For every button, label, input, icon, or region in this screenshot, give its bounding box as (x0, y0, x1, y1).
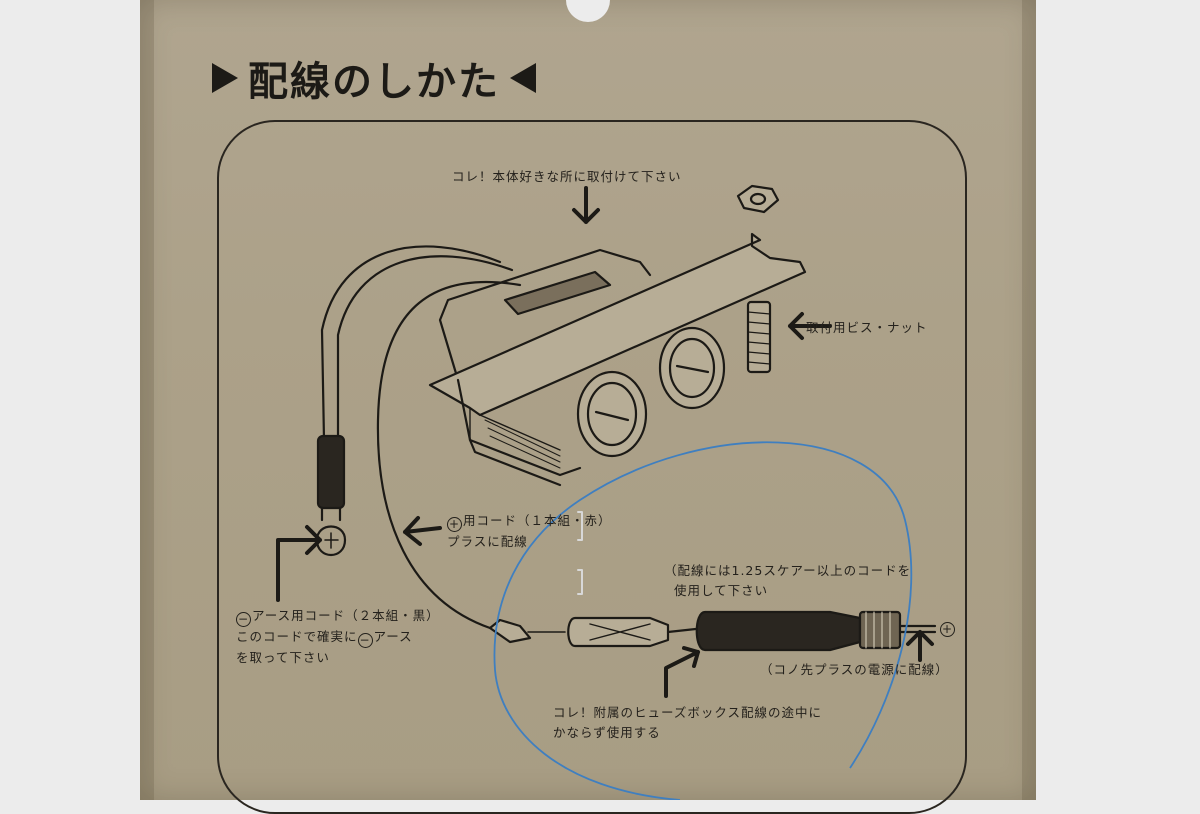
pen-marking (493, 441, 913, 800)
arrow-up-icon (906, 630, 934, 662)
minus-circle-icon: − (236, 612, 251, 627)
label-earth-cord: −アース用コード（２本組・黒） このコードで確実に−アース を取って下さい (236, 608, 440, 665)
arrow-left-icon (788, 312, 832, 340)
plus-circle-icon: + (940, 622, 955, 637)
card-edge-right (1022, 0, 1036, 800)
label-wire-spec: （配線には1.25スケアー以上のコードを 使用して下さい (664, 563, 912, 598)
earth-cord-lines (320, 245, 514, 442)
arrow-icons (276, 186, 934, 698)
page-title: 配線のしかた (212, 52, 536, 105)
screw-and-nut (736, 184, 780, 374)
socket-body (428, 232, 807, 487)
label-plus-terminal: + (940, 616, 956, 637)
plus-circle-icon: + (447, 517, 462, 532)
arrow-down-icon (572, 186, 600, 224)
plus-cord-line (376, 280, 522, 630)
ring-terminal (315, 434, 347, 556)
arrow-left-icon (403, 516, 442, 546)
card-edge-left (140, 0, 154, 800)
bent-arrow-icon (664, 646, 700, 698)
triangle-left-icon (510, 63, 536, 93)
triangle-right-icon (212, 63, 238, 93)
hang-hole (566, 0, 610, 22)
staple (577, 511, 583, 595)
label-plus-end: （コノ先プラスの電源に配線） (760, 662, 949, 677)
label-mount-screw: 取付用ビス・ナット (806, 320, 928, 335)
label-plus-cord: +用コード（１本組・赤） プラスに配線 (447, 513, 612, 549)
bent-arrow-icon (276, 525, 322, 602)
page-title-text: 配線のしかた (248, 59, 500, 105)
minus-circle-icon: − (357, 633, 373, 648)
fuse-holder (488, 610, 937, 652)
label-mount-here: コレ！本体好きな所に取付けて下さい (452, 169, 682, 184)
label-fuse-note: コレ！附属のヒューズボックス配線の途中に かならず使用する (553, 705, 823, 740)
